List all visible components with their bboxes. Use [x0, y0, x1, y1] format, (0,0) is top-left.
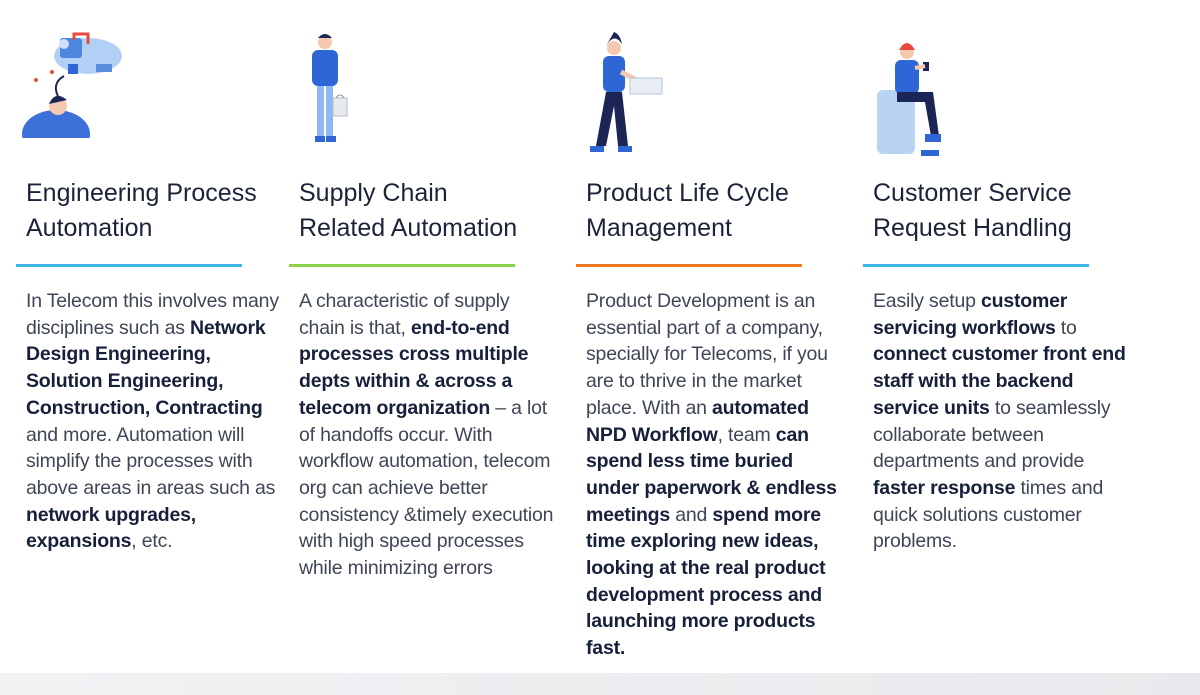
section-divider: [576, 264, 802, 267]
body-text: and: [670, 503, 713, 526]
woman-carrying-papers-icon: [590, 32, 663, 152]
body-emphasis-text: faster response: [873, 476, 1016, 499]
body-text: times and quick solutions customer probl…: [873, 476, 1104, 553]
body-text: A characteristic of supply chain is that…: [299, 290, 510, 339]
body-emphasis-text: Network Design Engineering, Solution Eng…: [26, 316, 266, 419]
section-divider: [863, 264, 1089, 267]
body-emphasis-text: spend more time exploring new ideas, loo…: [586, 503, 826, 660]
column-title: Engineering Process Automation: [26, 179, 257, 242]
footer-band: [0, 673, 1200, 695]
column-product-life-cycle: Product Life Cycle Management Product De…: [576, 0, 846, 695]
person-with-tech-cloud-icon: [22, 32, 122, 158]
column-title: Customer Service Request Handling: [873, 179, 1072, 242]
column-body: Easily setup customer servicing workflow…: [873, 288, 1128, 555]
body-text: In Telecom this involves many discipline…: [26, 290, 279, 339]
body-emphasis-text: automated NPD Workflow: [586, 396, 809, 446]
column-body: Product Development is an essential part…: [586, 288, 841, 662]
column-customer-service: Customer Service Request Handling Easily…: [863, 0, 1133, 695]
body-text: , team: [717, 423, 776, 446]
body-text: and more. Automation will simplify the p…: [26, 423, 276, 499]
body-text: Easily setup: [873, 290, 981, 312]
column-title: Supply Chain Related Automation: [299, 179, 518, 242]
body-text: – a lot of handoffs occur. With workflow…: [299, 396, 554, 580]
column-body: In Telecom this involves many discipline…: [26, 288, 281, 555]
body-text: to seamlessly collaborate between depart…: [873, 396, 1111, 473]
body-emphasis-text: end-to-end processes cross multiple dept…: [299, 316, 529, 419]
body-emphasis-text: network upgrades, expansions: [26, 503, 196, 553]
column-supply-chain: Supply Chain Related Automation A charac…: [289, 0, 559, 695]
section-divider: [289, 264, 515, 267]
body-text: Product Development is an essential part…: [586, 290, 828, 419]
body-text: to: [1055, 316, 1077, 339]
body-emphasis-text: connect customer front end staff with th…: [873, 343, 1126, 419]
column-title: Product Life Cycle Management: [586, 179, 789, 242]
body-emphasis-text: customer servicing workflows: [873, 290, 1068, 339]
woman-sitting-with-phone-icon: [877, 43, 941, 156]
column-body: A characteristic of supply chain is that…: [299, 288, 554, 582]
man-with-shopping-bag-icon: [312, 34, 348, 142]
body-text: , etc.: [131, 530, 173, 553]
section-divider: [16, 264, 242, 267]
column-engineering-process: Engineering Process Automation In Teleco…: [16, 0, 286, 695]
body-emphasis-text: can spend less time buried under paperwo…: [586, 423, 837, 526]
